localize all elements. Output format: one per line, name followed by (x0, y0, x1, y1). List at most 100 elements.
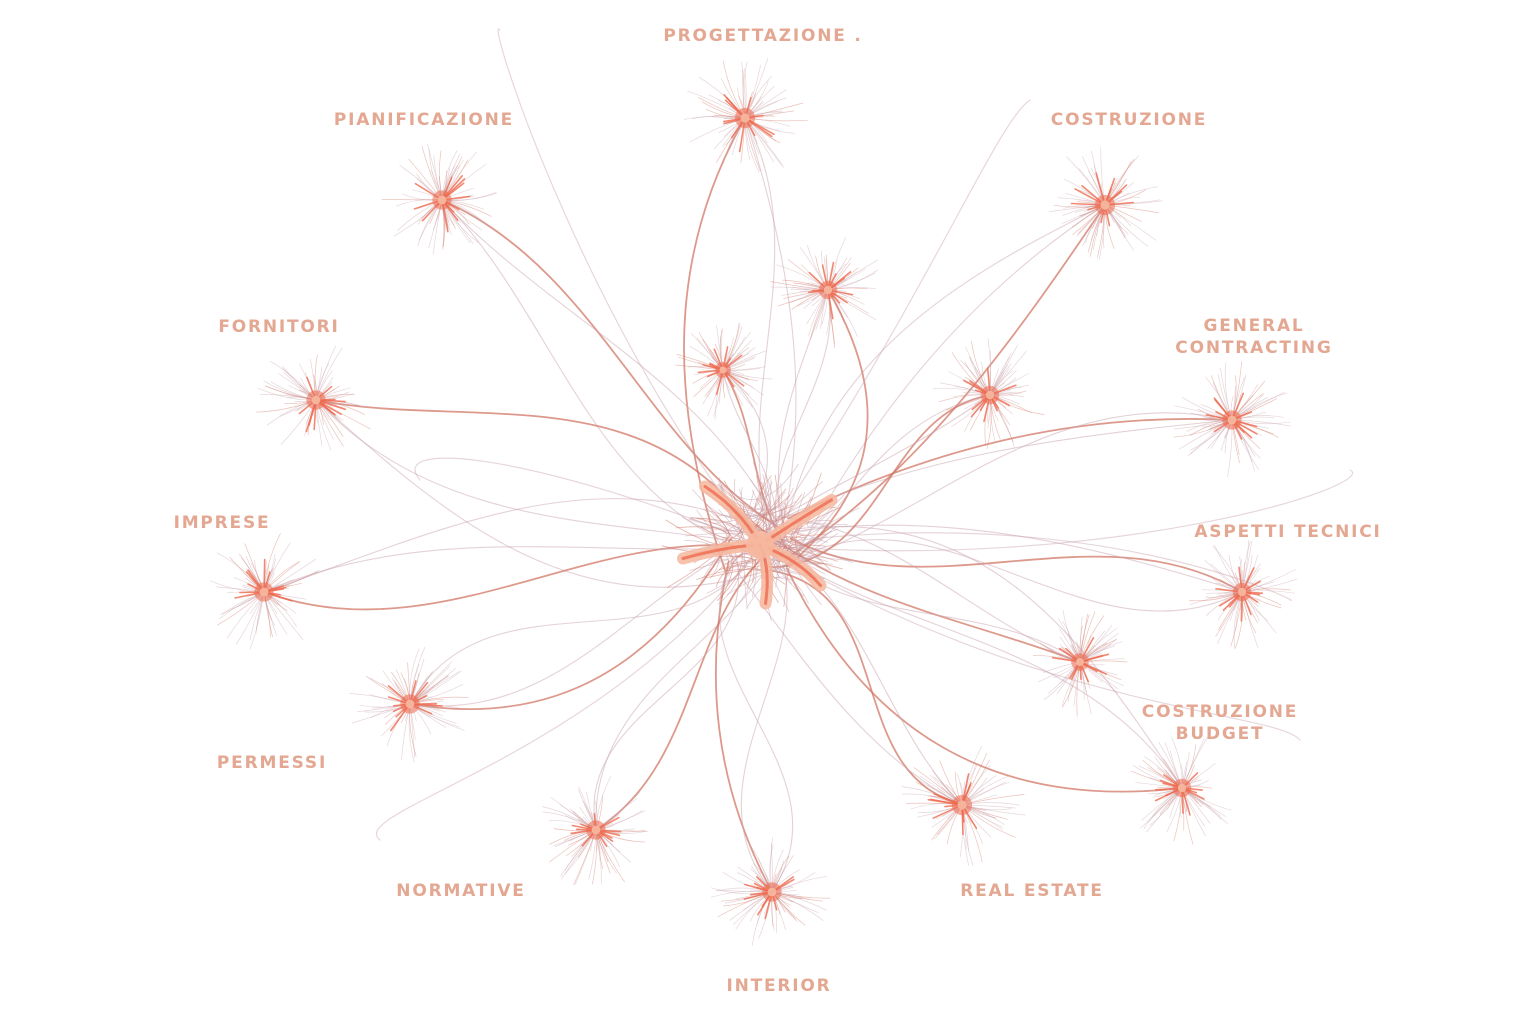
filament-normative (595, 543, 778, 831)
star-core (957, 800, 967, 810)
label-pianificazione: PIANIFICAZIONE (333, 110, 515, 130)
filament-interior (714, 560, 773, 893)
filament-fornitori (315, 399, 756, 534)
stray-filament-1 (759, 99, 1031, 546)
filament-fornitori (315, 399, 765, 547)
star-core (740, 113, 750, 123)
hub-strand (721, 464, 799, 500)
filament-inner-2 (722, 369, 768, 535)
stray-filament-0 (497, 28, 761, 546)
star-node-real-estate (901, 745, 1026, 866)
hub-strand (791, 532, 828, 561)
star-core (1100, 200, 1110, 210)
star-core (823, 285, 833, 295)
hub-strand (746, 576, 809, 609)
filament-aspetti-tecnici (765, 524, 1243, 593)
hub-strand (718, 480, 732, 522)
label-costruzione-budget: COSTRUZIONE BUDGET (1141, 702, 1299, 744)
hub-strand (710, 553, 753, 590)
filament-inner-3 (769, 394, 991, 524)
filament-imprese (263, 498, 790, 593)
filament-inner-4 (777, 516, 1081, 663)
star-node-permessi (349, 646, 469, 763)
hub-strand (779, 536, 831, 571)
filament-normative (595, 528, 788, 831)
filament-inner-2 (722, 369, 778, 536)
satellite-nodes (209, 57, 1298, 946)
hub-strand (754, 475, 794, 515)
filament-interior (718, 555, 794, 893)
stray-filament-3 (759, 532, 1293, 602)
stray-filament-5 (414, 457, 761, 546)
star-core (1237, 587, 1247, 597)
label-normative: NORMATIVE (396, 881, 526, 901)
hub-strand (717, 555, 757, 577)
star-node-aspetti-tecnici (1189, 539, 1298, 649)
star-node-fornitori (255, 345, 371, 451)
star-node-inner-3 (933, 338, 1045, 450)
filament-imprese (263, 544, 750, 611)
filament-general-contracting (752, 419, 1233, 533)
star-node-pianificazione (381, 143, 497, 255)
filament-links (263, 28, 1354, 893)
filament-progettazione (744, 117, 797, 549)
star-node-inner-2 (675, 322, 773, 420)
star-core (1177, 783, 1187, 793)
star-core (985, 390, 995, 400)
label-general-contracting: GENERAL CONTRACTING (1175, 316, 1333, 358)
hub-strand (810, 525, 838, 551)
label-imprese: IMPRESE (173, 513, 271, 533)
label-aspetti-tecnici: ASPETTI TECNICI (1194, 522, 1382, 542)
hub-strand (749, 479, 770, 509)
label-real-estate: REAL ESTATE (960, 881, 1104, 901)
stray-filament-2 (759, 469, 1354, 552)
star-node-interior (710, 837, 831, 946)
star-core (1227, 415, 1237, 425)
filament-costruzione (788, 204, 1106, 558)
hub-strand (706, 554, 747, 594)
star-node-inner-1 (770, 236, 879, 349)
star-node-general-contracting (1173, 361, 1291, 477)
label-costruzione: COSTRUZIONE (1050, 110, 1208, 130)
central-hub (661, 461, 863, 622)
filament-normative (593, 543, 740, 831)
star-node-imprese (209, 533, 320, 650)
star-node-normative (542, 776, 649, 886)
label-permessi: PERMESSI (216, 753, 328, 773)
filament-inner-3 (778, 394, 991, 573)
star-core (259, 587, 269, 597)
hub-strand (716, 514, 731, 538)
filament-pianificazione (441, 199, 775, 519)
hub-core (746, 531, 774, 559)
star-core (1076, 658, 1084, 666)
filament-aspetti-tecnici (789, 537, 1243, 593)
filament-permessi (409, 550, 758, 705)
star-core (405, 699, 415, 709)
label-fornitori: FORNITORI (218, 317, 340, 337)
filament-real-estate (737, 572, 963, 806)
filament-permessi (409, 538, 732, 711)
hub-strand (696, 517, 730, 546)
filament-general-contracting (770, 412, 1233, 572)
star-node-costruzione-budget (1130, 736, 1232, 845)
star-core (591, 825, 601, 835)
stray-filament-4 (376, 544, 761, 841)
filament-costruzione-budget (786, 567, 1183, 793)
star-core (437, 195, 447, 205)
hub-strand (717, 484, 775, 522)
filament-progettazione (683, 117, 746, 572)
filament-real-estate (768, 569, 963, 806)
filament-aspetti-tecnici (780, 539, 1243, 612)
filament-costruzione-budget (777, 526, 1183, 789)
filament-pianificazione (441, 199, 791, 564)
hub-strand (770, 479, 786, 526)
hub-strand (783, 556, 819, 575)
hub-strand (700, 526, 743, 539)
stray-filament-6 (759, 544, 1301, 741)
hub-strand (718, 559, 756, 571)
label-interior: INTERIOR (726, 976, 832, 996)
star-core (767, 887, 777, 897)
star-node-costruzione (1048, 147, 1163, 260)
filament-fornitori (315, 399, 777, 588)
